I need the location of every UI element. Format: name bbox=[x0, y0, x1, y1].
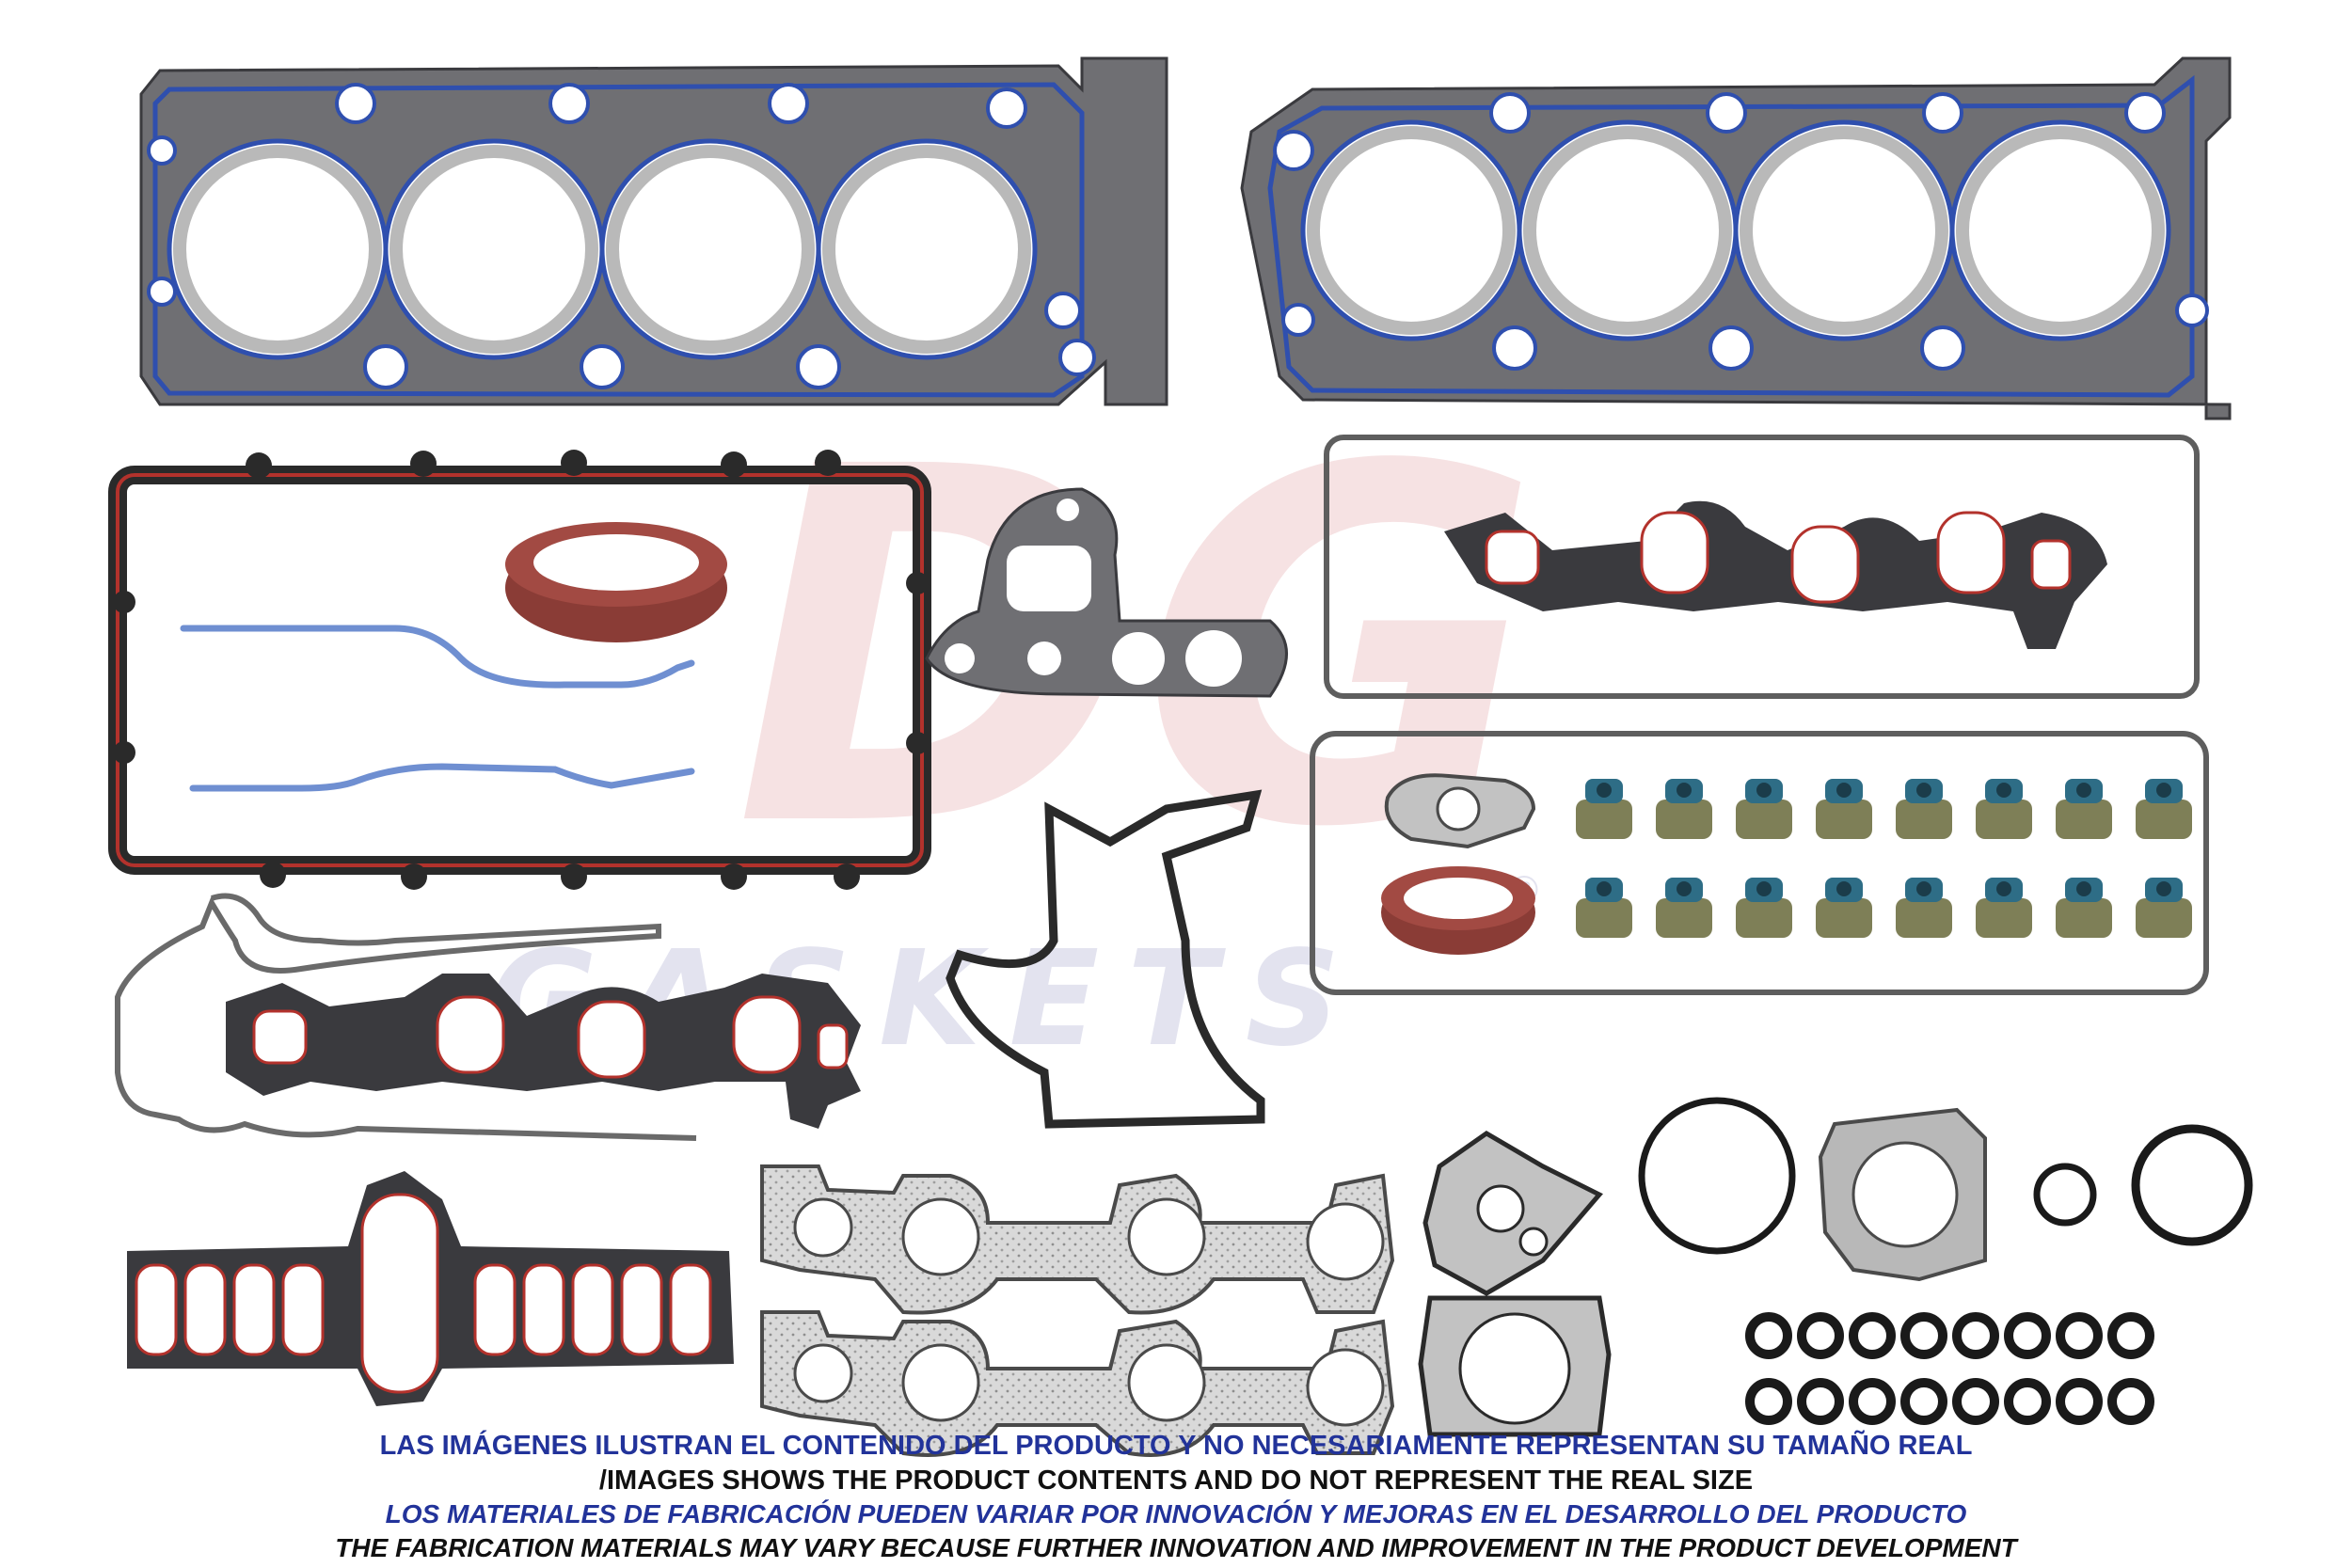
valve-stem-seals bbox=[1576, 779, 2192, 938]
intake-gasket-left bbox=[226, 974, 861, 1129]
intake-plenum-gasket bbox=[127, 1171, 734, 1406]
egr-gasket bbox=[1384, 773, 1536, 849]
timing-cover-gasket bbox=[946, 789, 1265, 1129]
head-gasket-right bbox=[1240, 56, 2232, 420]
throttle-body-gasket bbox=[1418, 1295, 1612, 1437]
egr-spacer-gasket bbox=[1818, 1107, 1987, 1282]
exhaust-manifold-gasket-upper bbox=[760, 1164, 1395, 1315]
valve-cover-gasket-lower bbox=[1310, 731, 2209, 995]
iac-gasket bbox=[1422, 1131, 1603, 1296]
head-gasket-left bbox=[139, 56, 1168, 406]
exhaust-manifold-gasket-lower bbox=[760, 1310, 1395, 1457]
disclaimer-english-materials: THE FABRICATION MATERIALS MAY VARY BECAU… bbox=[335, 1533, 2017, 1562]
water-pump-gasket bbox=[925, 487, 1288, 698]
watermark-logo: DG GASKETS ® bbox=[489, 364, 1543, 1076]
valve-cover-gasket-left bbox=[115, 893, 697, 1141]
disclaimer-english-size: /IMAGES SHOWS THE PRODUCT CONTENTS AND D… bbox=[598, 1465, 1754, 1496]
o-rings bbox=[1638, 1097, 2253, 1255]
valve-cover-gasket-upper bbox=[1324, 435, 2200, 699]
oil-pan-gasket bbox=[108, 450, 931, 890]
small-o-rings bbox=[1745, 1312, 2154, 1425]
front-crank-seal bbox=[1381, 866, 1535, 955]
timing-cover-seal-strips bbox=[180, 625, 695, 792]
disclaimer-spanish-size: LAS IMÁGENES ILUSTRAN EL CONTENIDO DEL P… bbox=[379, 1431, 1973, 1461]
rear-main-seal bbox=[505, 522, 727, 642]
disclaimer-spanish-materials: LOS MATERIALES DE FABRICACIÓN PUEDEN VAR… bbox=[385, 1499, 1967, 1528]
